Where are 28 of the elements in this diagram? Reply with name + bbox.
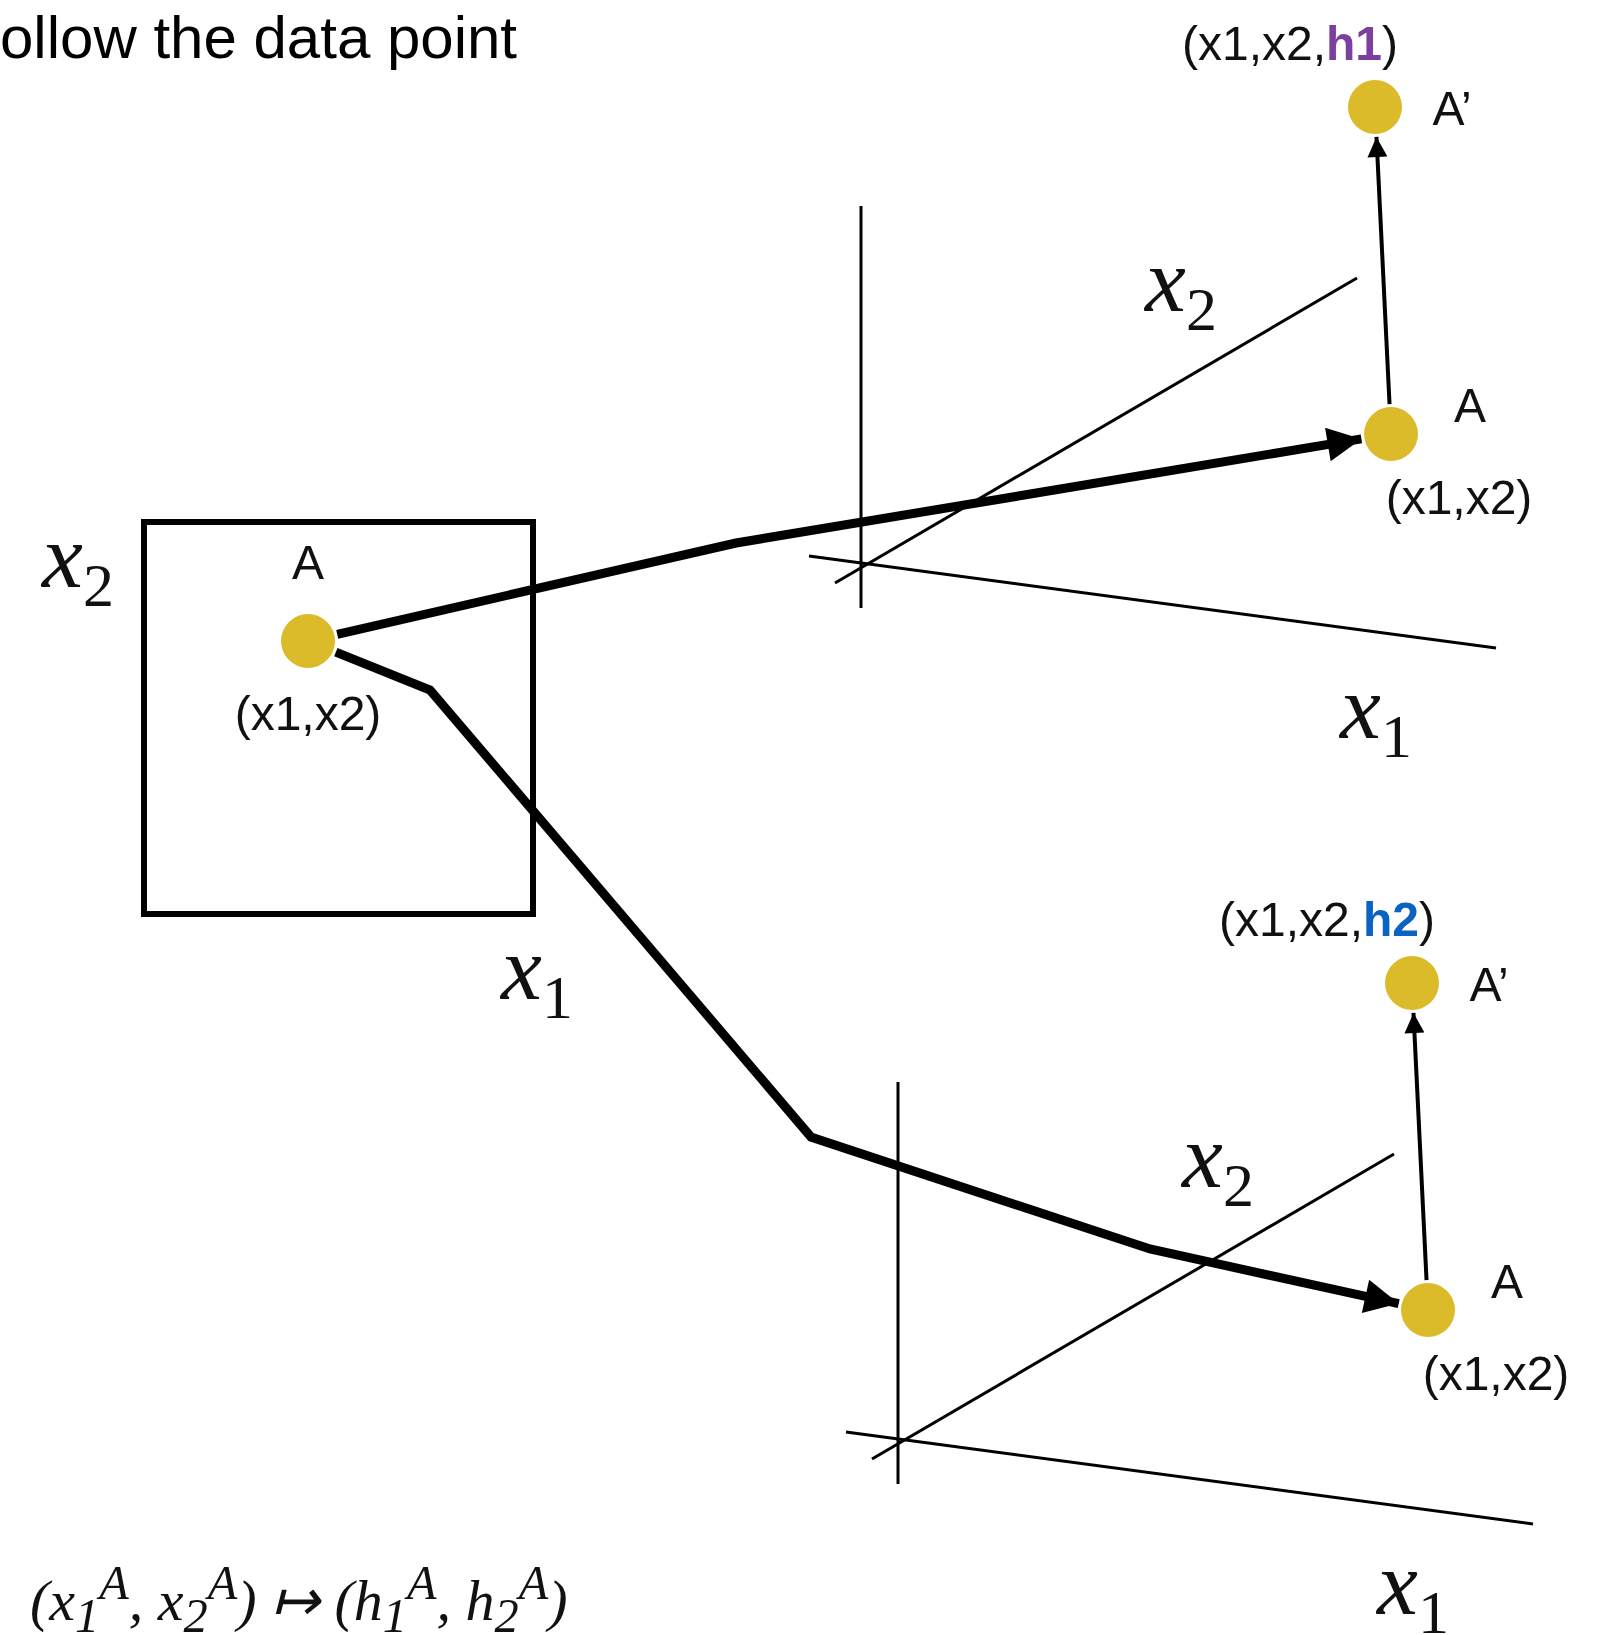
coordinate-label: (x1,x2) <box>1385 474 1533 522</box>
axis-label: x$_{1}$ <box>501 922 573 1028</box>
arrow <box>1367 136 1392 405</box>
axis-label: x$_{2}$ <box>1182 1110 1254 1216</box>
arrow <box>1404 1012 1429 1281</box>
dot <box>1385 956 1439 1010</box>
point-label: A’ <box>1469 961 1509 1009</box>
point-label: A <box>1491 1258 1523 1306</box>
coordinate-label: (x1,x2) <box>234 690 382 738</box>
mapping-formula: (x$_{1}$$^{A}$, x$_{2}$$^{A}$) ↦ (h$_{1}$$^{A}$, h$_{2}$$^{A}$) <box>30 1559 568 1635</box>
arrow <box>336 427 1363 639</box>
axis-label: x$_{2}$ <box>42 510 114 616</box>
dot <box>1364 407 1418 461</box>
heading-text: ollow the data point <box>0 8 518 68</box>
dot <box>1348 80 1402 134</box>
point-label: A’ <box>1432 85 1472 133</box>
point-label: A <box>1454 382 1486 430</box>
dot <box>1401 1283 1455 1337</box>
axis-label: x$_{2}$ <box>1145 234 1217 340</box>
dot <box>281 614 335 668</box>
coordinate-label: (x1,x2,h2) <box>1219 896 1435 944</box>
coordinate-label: (x1,x2) <box>1422 1350 1570 1398</box>
arrow <box>334 648 1400 1313</box>
axis-label: x$_{1}$ <box>1340 661 1412 767</box>
coordinate-label: (x1,x2,h1) <box>1182 20 1398 68</box>
square-frame <box>141 519 536 917</box>
axis-label: x$_{1}$ <box>1377 1537 1449 1635</box>
point-label: A <box>292 539 324 587</box>
